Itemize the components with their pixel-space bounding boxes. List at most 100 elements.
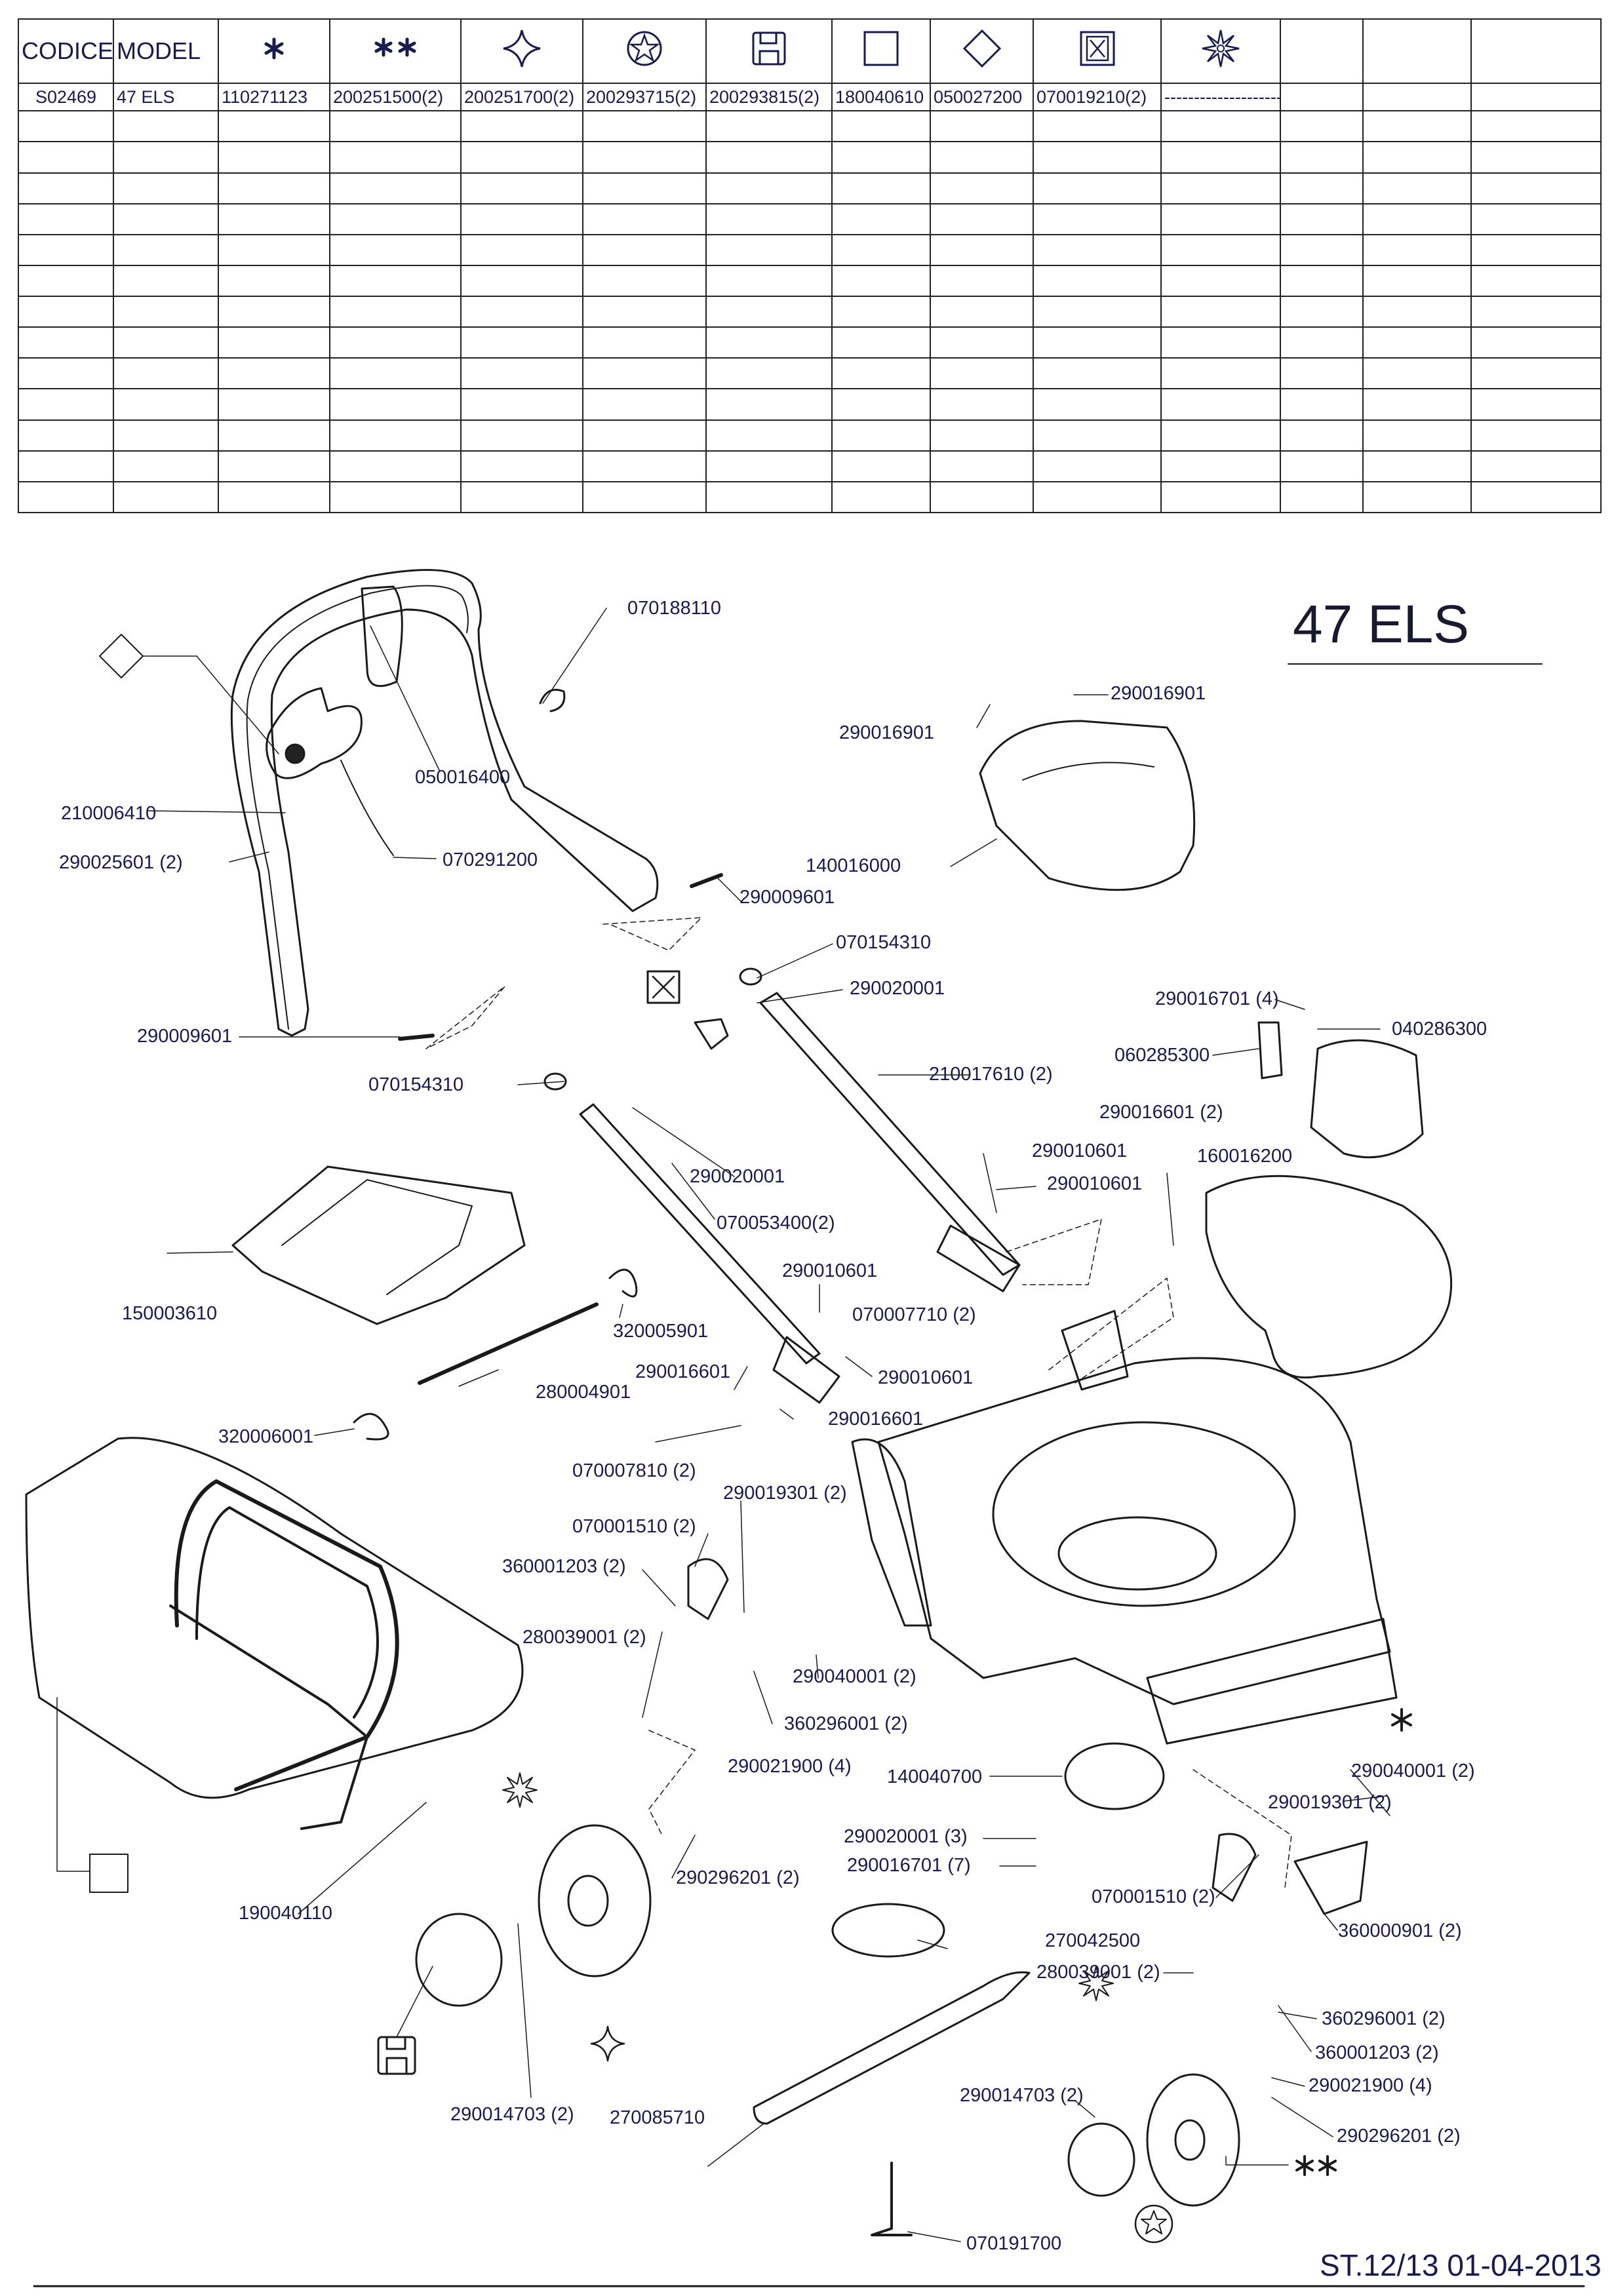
- cell-empty: [1033, 296, 1162, 328]
- cell-empty: [831, 296, 931, 328]
- handle-knob-l: [694, 1018, 729, 1050]
- cell-empty: [18, 203, 114, 235]
- cell-empty: [113, 357, 219, 390]
- cell-code: --------------------: [1160, 83, 1281, 112]
- cell-empty: [930, 480, 1034, 514]
- cell-empty: [113, 419, 219, 452]
- cell-empty: [582, 450, 707, 482]
- bag-frame: [174, 1479, 399, 1791]
- part-label: 070154310: [836, 932, 932, 953]
- table-row-empty: [18, 450, 1602, 482]
- cable: [340, 760, 394, 856]
- cell-empty: [460, 326, 583, 359]
- deflector-ridge: [281, 1179, 473, 1295]
- header-circled-star: [582, 18, 707, 85]
- cell-empty: [1033, 480, 1162, 514]
- part-label: 290019301 (2): [1268, 1792, 1392, 1813]
- marker-eight-point-star-right-icon: [1078, 1966, 1114, 2001]
- cell-empty: [582, 172, 707, 204]
- header-four-point-star: [460, 18, 583, 85]
- switch-box: [266, 687, 363, 779]
- wheel-left-cap: [415, 1913, 503, 2007]
- header-empty-1: [1280, 18, 1364, 85]
- cell-empty: [1160, 203, 1281, 235]
- header-empty-2: [1362, 18, 1472, 85]
- marker-double-asterisk-icon: [1295, 2155, 1337, 2176]
- cell-empty: [113, 296, 219, 328]
- deck-motor-ring: [992, 1421, 1296, 1607]
- cell-code: 110271123: [218, 83, 330, 112]
- cell-empty: [460, 357, 583, 390]
- cell-empty: [1280, 110, 1364, 143]
- part-label: 210017610 (2): [929, 1064, 1053, 1085]
- cell-empty: [460, 141, 583, 174]
- cell-empty: [460, 264, 583, 298]
- cell-empty: [1160, 480, 1281, 514]
- cell-empty: [1280, 141, 1364, 174]
- cell-empty: [1470, 480, 1602, 514]
- table-row-empty: [18, 388, 1602, 421]
- table-row-empty: [18, 172, 1602, 204]
- part-label: 070188110: [627, 598, 722, 619]
- cell-empty: [218, 326, 330, 359]
- cell-empty: [218, 419, 330, 452]
- cell-empty: [1362, 326, 1472, 359]
- cell-empty: [1033, 264, 1162, 298]
- motor-housing: [1205, 1175, 1453, 1379]
- spring-2: [353, 1412, 389, 1441]
- marker-floppy-disk-label: [385, 2057, 408, 2075]
- part-label: 290009601: [137, 1026, 233, 1047]
- part-label: 290021900 (4): [1309, 2075, 1432, 2096]
- part-label: 290016601 (2): [1099, 1102, 1223, 1123]
- cell-empty: [831, 480, 931, 514]
- cell-code: 200293815(2): [705, 83, 833, 112]
- header-eight-point-star: [1160, 18, 1281, 85]
- cell-empty: [1160, 141, 1281, 174]
- circled-star-icon: [627, 31, 662, 66]
- fan: [831, 1903, 945, 1958]
- part-label: 290010601: [1047, 1173, 1143, 1194]
- marker-floppy-disk-shutter: [385, 2036, 406, 2050]
- cell-empty: [1160, 264, 1281, 298]
- cell-empty: [1160, 326, 1281, 359]
- cell-empty: [1033, 233, 1162, 266]
- wheel-left-hub: [567, 1875, 609, 1927]
- cell-empty: [1470, 296, 1602, 328]
- marker-boxed-x-icon: [646, 970, 680, 1004]
- table-row-empty: [18, 296, 1602, 328]
- cell-empty: [218, 450, 330, 482]
- cell-empty: [1362, 480, 1472, 514]
- cell-empty: [1470, 357, 1602, 390]
- cell-empty: [1160, 172, 1281, 204]
- cell-empty: [831, 203, 931, 235]
- cell-empty: [1033, 172, 1162, 204]
- cell-code: 200293715(2): [582, 83, 707, 112]
- boxed-x-icon: [1080, 31, 1114, 66]
- part-label: 290016701 (4): [1155, 988, 1279, 1009]
- table-row-empty: [18, 264, 1602, 298]
- cell-empty: [460, 203, 583, 235]
- marker-circled-star-inner: [1141, 2210, 1167, 2234]
- cell-empty: [1362, 357, 1472, 390]
- cell-empty: [1280, 83, 1364, 112]
- cell-empty: [1280, 450, 1364, 482]
- part-label: 210006410: [61, 803, 157, 824]
- part-label: 360296001 (2): [1322, 2008, 1446, 2029]
- cell-empty: [329, 141, 462, 174]
- bag-frame-inner: [195, 1506, 379, 1719]
- diamond-icon: [962, 29, 1001, 68]
- cell-empty: [1280, 172, 1364, 204]
- header-square: [831, 18, 931, 85]
- cell-empty: [1280, 264, 1364, 298]
- cell-empty: [831, 357, 931, 390]
- cell-empty: [705, 450, 833, 482]
- part-label: 290020001: [690, 1166, 785, 1187]
- marker-square-icon: [89, 1854, 128, 1893]
- bag-handle: [169, 1605, 368, 1830]
- part-label: 290040001 (2): [793, 1666, 916, 1687]
- part-label: 290016901: [839, 722, 935, 743]
- cell-empty: [831, 141, 931, 174]
- cell-empty: [582, 233, 707, 266]
- cell-empty: [460, 296, 583, 328]
- cell-empty: [705, 480, 833, 514]
